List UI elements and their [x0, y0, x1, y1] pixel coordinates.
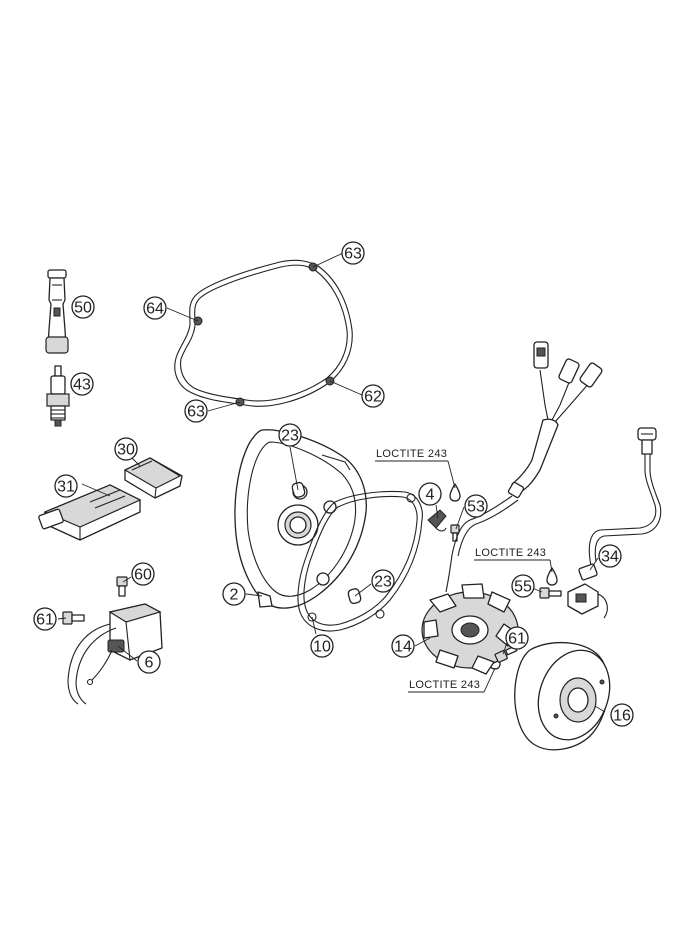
callout-63: 63 [184, 399, 208, 423]
callout-64: 64 [143, 296, 167, 320]
callout-label: 4 [426, 487, 435, 504]
callout-label: 34 [601, 549, 619, 566]
callout-63: 63 [341, 241, 365, 265]
screw-55 [539, 587, 562, 599]
callout-label: 61 [36, 612, 54, 629]
callout-31: 31 [54, 474, 78, 498]
dowel-pin-bottom [347, 588, 362, 605]
callout-6: 6 [137, 650, 161, 674]
stator [421, 583, 519, 675]
callout-label: 50 [74, 300, 92, 317]
screw-60 [116, 576, 128, 597]
callout-2: 2 [222, 582, 246, 606]
callout-label: 31 [57, 479, 75, 496]
callout-label: 61 [508, 631, 526, 648]
pickup-sensor-cable [588, 427, 662, 573]
callout-label: 14 [394, 639, 412, 656]
loctite-drop [449, 483, 461, 502]
callout-10: 10 [310, 634, 334, 658]
pickup-sensor [567, 563, 608, 619]
ignition-cover [234, 429, 367, 609]
loctite-note: LOCTITE 243 [376, 448, 447, 460]
leader-lines [57, 252, 606, 713]
callout-label: 23 [281, 428, 299, 445]
callout-label: 55 [514, 579, 532, 596]
loctite-note: LOCTITE 243 [409, 679, 480, 691]
stator-wiring-harness [445, 341, 603, 593]
callout-label: 63 [187, 404, 205, 421]
ignition-cover-gasket [174, 259, 353, 407]
callout-55: 55 [511, 574, 535, 598]
callout-53: 53 [464, 494, 488, 518]
callout-23: 23 [278, 423, 302, 447]
spark-plug-connector [45, 269, 69, 354]
screw-53 [450, 524, 460, 542]
callout-label: 16 [613, 708, 631, 725]
callout-label: 53 [467, 499, 485, 516]
callout-60: 60 [131, 562, 155, 586]
flywheel [514, 641, 611, 751]
screw-61-left [62, 611, 85, 625]
callout-label: 62 [364, 389, 382, 406]
callout-label: 10 [313, 639, 331, 656]
callout-label: 43 [73, 377, 91, 394]
callout-61: 61 [33, 607, 57, 631]
callout-16: 16 [610, 703, 634, 727]
callout-label: 23 [374, 574, 392, 591]
callout-label: 60 [134, 567, 152, 584]
callout-43: 43 [70, 372, 94, 396]
callout-label: 63 [344, 246, 362, 263]
callout-50: 50 [71, 295, 95, 319]
callout-label: 6 [145, 655, 154, 672]
callout-label: 2 [230, 587, 239, 604]
loctite-note: LOCTITE 243 [475, 547, 546, 559]
rubber-cap [123, 457, 183, 499]
callout-62: 62 [361, 384, 385, 408]
cable-clip [427, 509, 447, 532]
spark-plug [46, 365, 70, 427]
loctite-drop [546, 567, 558, 586]
ignition-coil [67, 603, 163, 705]
callout-label: 30 [117, 442, 135, 459]
callout-label: 64 [146, 301, 164, 318]
cover-gasket [297, 490, 423, 632]
cdi-unit [38, 484, 142, 541]
callout-34: 34 [598, 544, 622, 568]
callout-61: 61 [505, 626, 529, 650]
callout-4: 4 [418, 482, 442, 506]
callout-30: 30 [114, 437, 138, 461]
callout-23: 23 [371, 569, 395, 593]
callout-14: 14 [391, 634, 415, 658]
